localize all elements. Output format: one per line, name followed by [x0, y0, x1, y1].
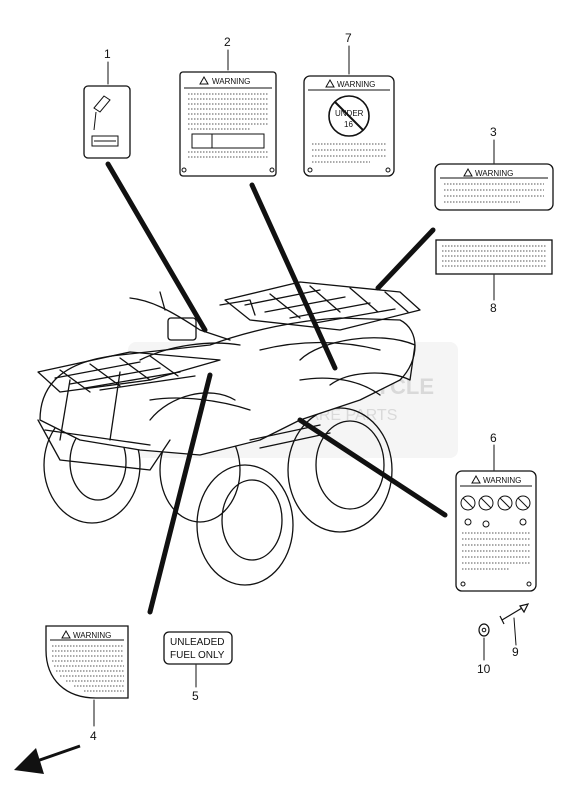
- callout-7: 7: [345, 31, 352, 45]
- part-3-warning-title: WARNING: [475, 169, 513, 178]
- part-4-warning-label: WARNING 4: [45, 625, 129, 743]
- callout-1: 1: [104, 47, 111, 61]
- callout-9: 9: [512, 645, 519, 659]
- part-8-text-label: 8: [435, 239, 553, 315]
- callout-5: 5: [192, 689, 199, 703]
- part-3-warning-label: WARNING 3: [434, 125, 554, 211]
- part-2-warning-label: WARNING 2: [179, 35, 277, 177]
- front-direction-arrow-icon: [14, 744, 81, 774]
- part-5-line2: FUEL ONLY: [170, 650, 225, 661]
- callout-10: 10: [477, 662, 491, 676]
- part-6-pictograms: [460, 495, 531, 528]
- callout-2: 2: [224, 35, 231, 49]
- part-6-warning-label: WARNING 6: [455, 431, 537, 592]
- part-5-fuel-label: UNLEADED FUEL ONLY 5: [163, 631, 233, 703]
- leader-lines: [93, 45, 517, 727]
- part-9-rivet: 9: [499, 603, 530, 659]
- part-7-warning-title: WARNING: [337, 80, 375, 89]
- part-7-age-warning-label: WARNING UNDER 16 7: [303, 31, 395, 177]
- part-10-washer: 10: [477, 623, 491, 676]
- part-2-text-lines: [188, 93, 268, 158]
- part-2-warning-title: WARNING: [212, 77, 250, 86]
- part-5-line1: UNLEADED: [170, 637, 224, 648]
- part-7-under-text: UNDER: [335, 109, 364, 118]
- part-7-age-text: 16: [344, 120, 353, 129]
- part-4-warning-title: WARNING: [73, 631, 111, 640]
- callout-3: 3: [490, 125, 497, 139]
- callout-8: 8: [490, 301, 497, 315]
- part-6-warning-title: WARNING: [483, 476, 521, 485]
- callout-4: 4: [90, 729, 97, 743]
- callout-6: 6: [490, 431, 497, 445]
- atv-illustration: [37, 281, 421, 586]
- part-1-shift-label: 1: [83, 47, 131, 159]
